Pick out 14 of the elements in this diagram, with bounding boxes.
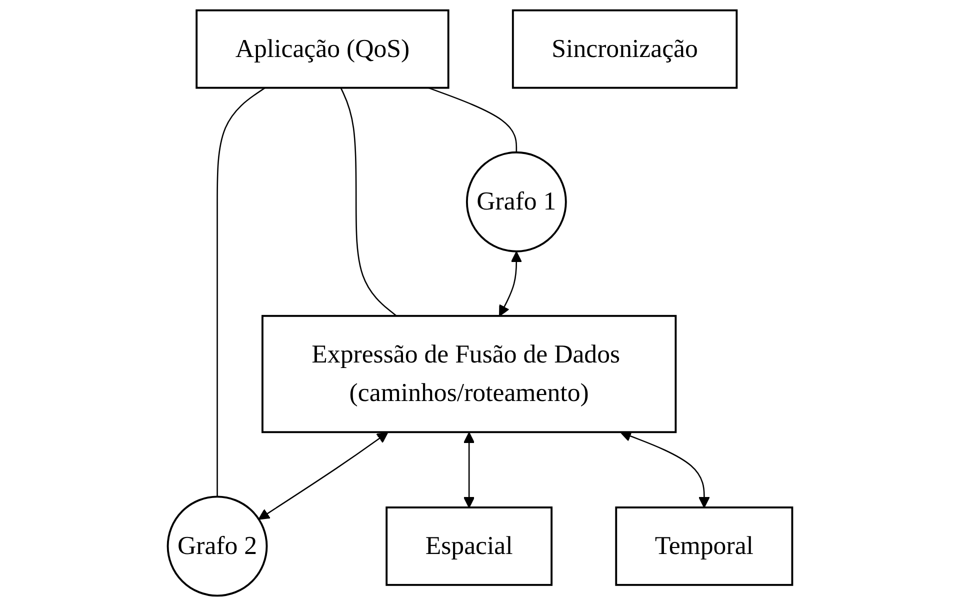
connector: [216, 87, 266, 497]
node-circle: Grafo 2: [166, 496, 268, 597]
connector: [428, 87, 518, 152]
arrow: [463, 432, 475, 508]
connector: [340, 88, 397, 316]
node-box: Expressão de Fusão de Dados (caminhos/roteamento): [262, 314, 677, 434]
node-box: Aplicação (QoS): [196, 9, 450, 89]
node-circle: Grafo 1: [466, 151, 567, 252]
node-box: Sincronização: [512, 9, 738, 89]
arrow: [620, 430, 710, 508]
arrow: [258, 432, 388, 520]
node-box: Espacial: [386, 506, 553, 586]
node-box: Temporal: [615, 506, 794, 586]
arrow: [499, 251, 522, 316]
